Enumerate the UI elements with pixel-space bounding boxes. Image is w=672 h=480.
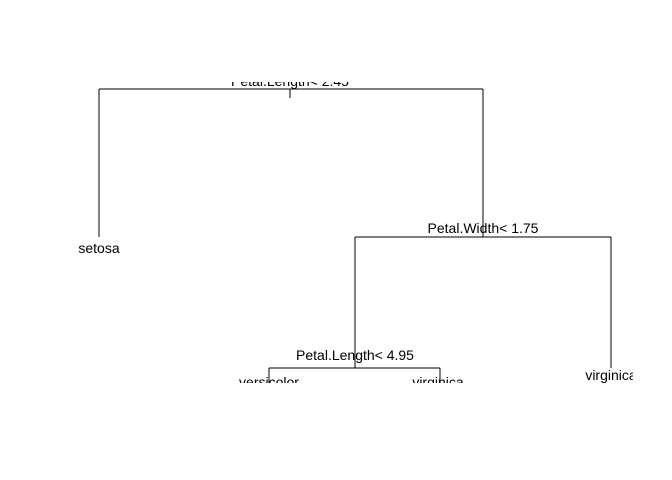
- leaf-versicolor-label: versicolor: [239, 374, 299, 390]
- leaf-setosa-label: setosa: [78, 240, 119, 256]
- length2-split-label: Petal.Length< 4.95: [296, 347, 414, 363]
- width-split-label: Petal.Width< 1.75: [428, 220, 539, 236]
- leaf-virginica-outer-label: virginica: [585, 367, 637, 383]
- root-split-label: Petal.Length< 2.45: [231, 73, 349, 89]
- leaf-virginica-inner-label: virginica: [412, 374, 464, 390]
